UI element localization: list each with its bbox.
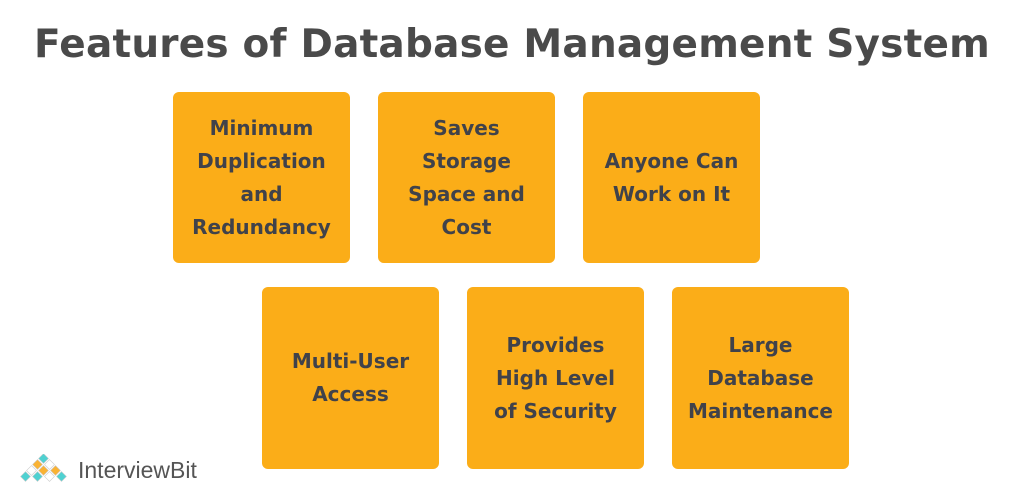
- logo-text: InterviewBit: [78, 456, 197, 483]
- page-title: Features of Database Management System: [34, 22, 990, 67]
- feature-label: Multi-User Access: [291, 349, 410, 406]
- feature-label: Minimum Duplication and Redundancy: [192, 115, 331, 239]
- logo-diamond-icon: [20, 454, 67, 482]
- feature-box-anyone-can-work: Anyone Can Work on It: [583, 92, 760, 263]
- feature-box-large-database: Large Database Maintenance: [672, 287, 849, 469]
- interviewbit-logo: InterviewBit: [16, 454, 197, 486]
- feature-label: Large Database Maintenance: [687, 332, 833, 423]
- feature-label: Saves Storage Space and Cost: [408, 115, 525, 239]
- feature-label: Anyone Can Work on It: [604, 148, 739, 206]
- feature-box-minimum-duplication: Minimum Duplication and Redundancy: [173, 92, 350, 263]
- feature-label: Provides High Level of Security: [494, 332, 617, 423]
- feature-box-saves-storage: Saves Storage Space and Cost: [378, 92, 555, 263]
- feature-box-multi-user: Multi-User Access: [262, 287, 439, 469]
- feature-box-security: Provides High Level of Security: [467, 287, 644, 469]
